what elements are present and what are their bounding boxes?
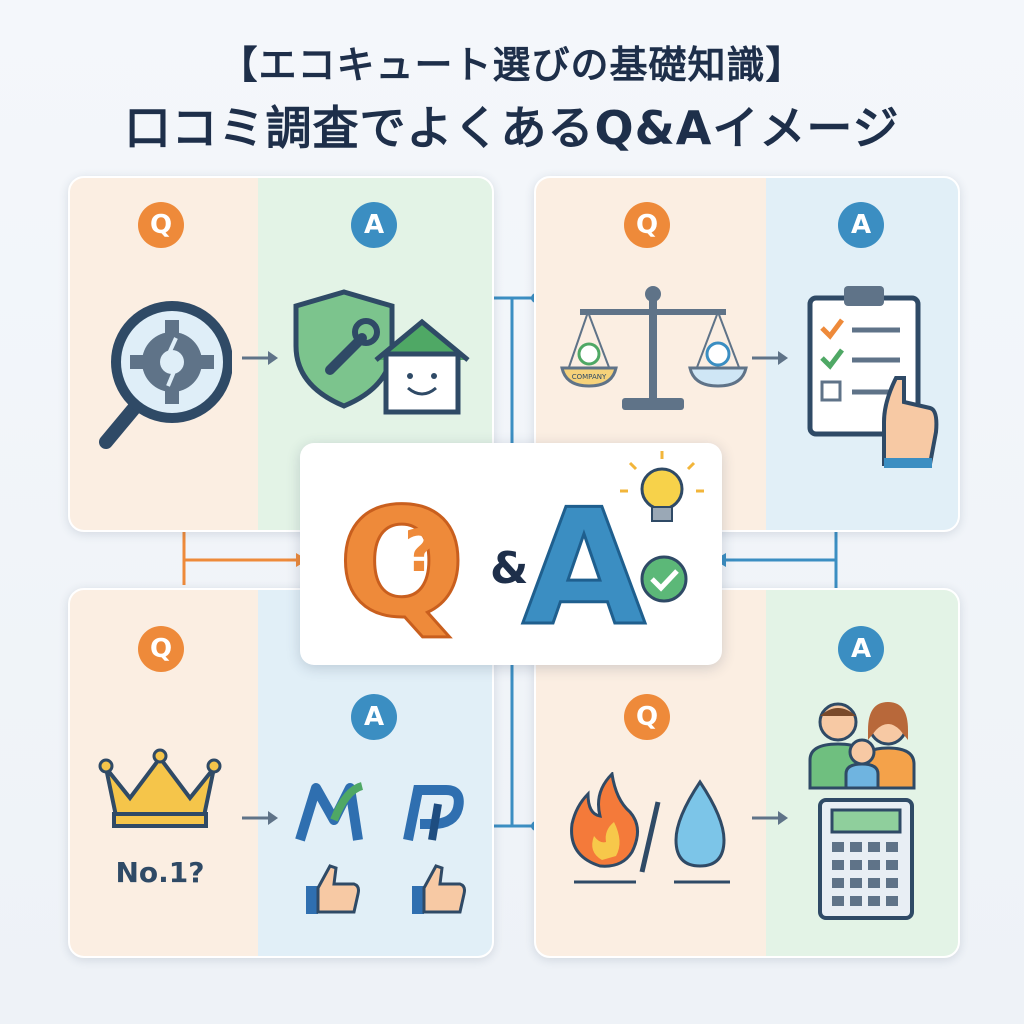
flame-water-drop-icon (570, 772, 730, 884)
qa-panel-top-left: Q A (68, 176, 494, 532)
center-qa-graphic: Q ? & A (337, 451, 704, 663)
a-badge: A (351, 694, 397, 740)
family-calculator-icon (808, 702, 916, 920)
crown-icon (98, 748, 222, 828)
center-question-mark: ? (404, 517, 438, 585)
balance-scale-icon: COMPANY (560, 286, 748, 410)
q-badge: Q (138, 202, 184, 248)
a-badge: A (351, 202, 397, 248)
arrow-icon (752, 811, 788, 825)
magnifier-gear-icon (99, 301, 232, 449)
check-circle-icon (640, 555, 688, 603)
center-a-letter: A (522, 474, 646, 661)
q-badge: Q (624, 694, 670, 740)
checklist-clipboard-icon (807, 286, 939, 468)
page-title-line2: 口コミ調査でよくあるQ&Aイメージ (124, 101, 900, 155)
brand-logos-thumbs-up-icon (295, 782, 466, 914)
q-badge: Q (624, 202, 670, 248)
arrow-icon (242, 811, 278, 825)
page-title-line1: 【エコキュート選びの基礎知識】 (219, 43, 805, 87)
shield-wrench-house-icon (293, 289, 470, 415)
arrow-icon (242, 351, 278, 365)
center-qa-card: Q ? & A (300, 443, 722, 665)
q-badge: Q (138, 626, 184, 672)
a-badge: A (838, 202, 884, 248)
no1-question-text: No.1? (115, 856, 205, 889)
center-q-letter: Q (338, 477, 466, 651)
center-amp: & (490, 543, 528, 594)
left-pan-label: COMPANY (572, 373, 607, 381)
arrow-icon (752, 351, 788, 365)
a-badge: A (838, 626, 884, 672)
lightbulb-icon (620, 451, 704, 522)
